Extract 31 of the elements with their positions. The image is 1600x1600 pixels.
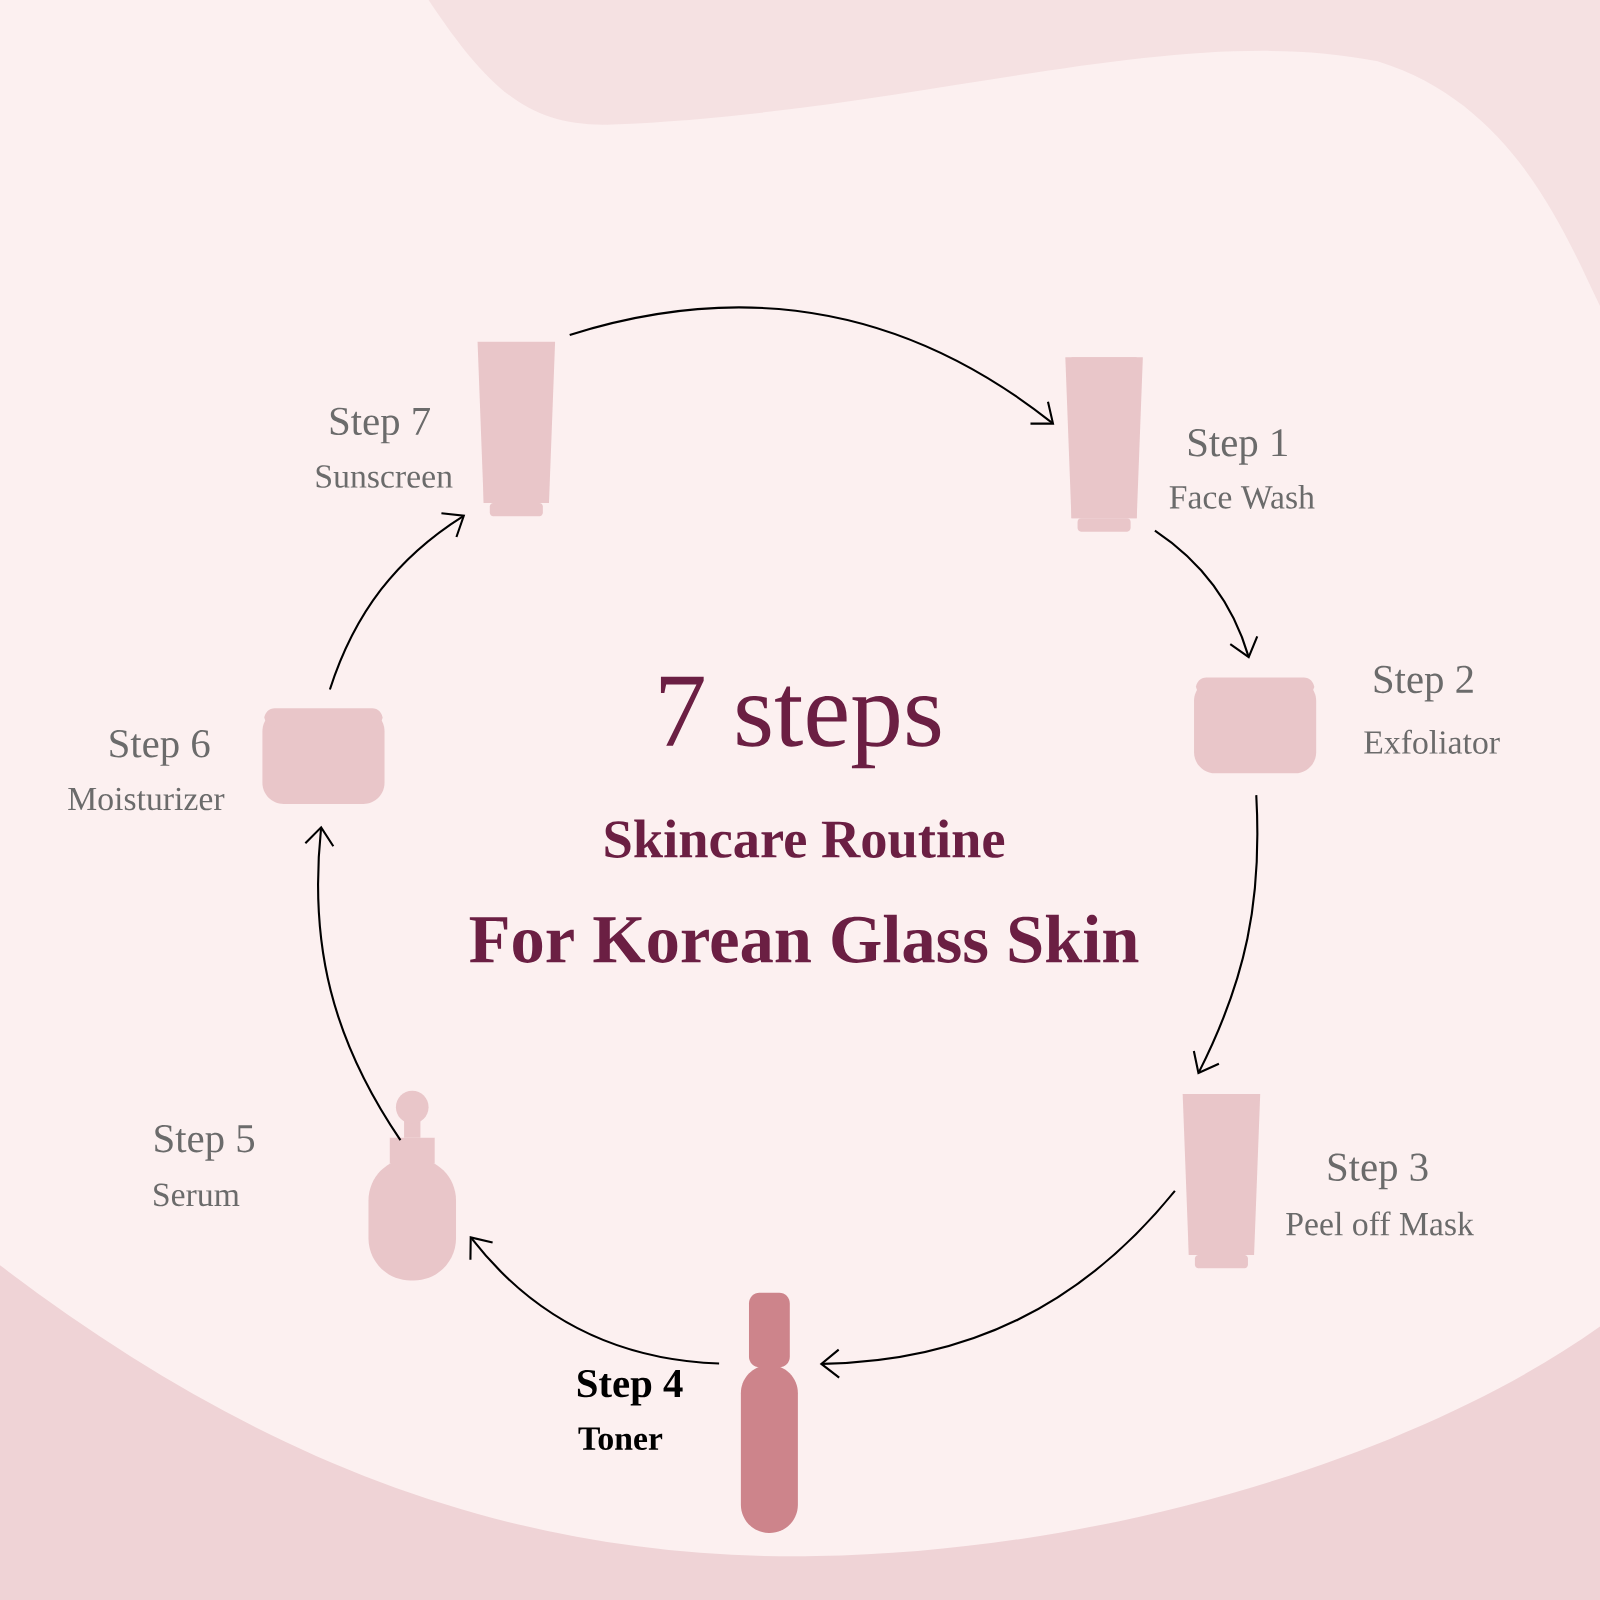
step-number: Step 3	[1328, 1153, 1428, 1190]
title: 7 steps	[660, 676, 941, 769]
subtitle: Skincare Routine	[605, 819, 1005, 858]
step-number: Step 2	[1374, 665, 1473, 702]
picture	[477, 341, 556, 517]
arrow	[469, 1236, 720, 1365]
step-number: Step 1	[1189, 429, 1287, 465]
step-name: Toner	[578, 1427, 663, 1450]
subtitle: For Korean Glass Skin	[469, 914, 1139, 963]
step-number: Step 6	[110, 730, 210, 766]
step-name: Exfoliator	[1364, 729, 1500, 754]
step-number: Step 7	[330, 407, 430, 444]
arrow	[304, 825, 402, 1141]
arrow	[569, 306, 1055, 425]
step-name: Face Wash	[1169, 484, 1315, 509]
arrow	[819, 1190, 1176, 1379]
arrow	[328, 512, 466, 690]
picture	[740, 1292, 798, 1533]
step-name: Peel off Mask	[1286, 1211, 1474, 1236]
arrow	[1192, 795, 1259, 1075]
step-name: Moisturizer	[68, 787, 225, 811]
picture	[368, 1090, 456, 1281]
picture	[1194, 677, 1317, 774]
step-number: Step 5	[155, 1125, 255, 1161]
picture	[262, 708, 385, 804]
step-number: Step 4	[577, 1369, 683, 1406]
picture	[1065, 357, 1143, 532]
step-name: Serum	[154, 1183, 240, 1207]
arrow	[1154, 529, 1259, 659]
picture	[1182, 1093, 1261, 1269]
step-name: Sunscreen	[316, 465, 453, 488]
